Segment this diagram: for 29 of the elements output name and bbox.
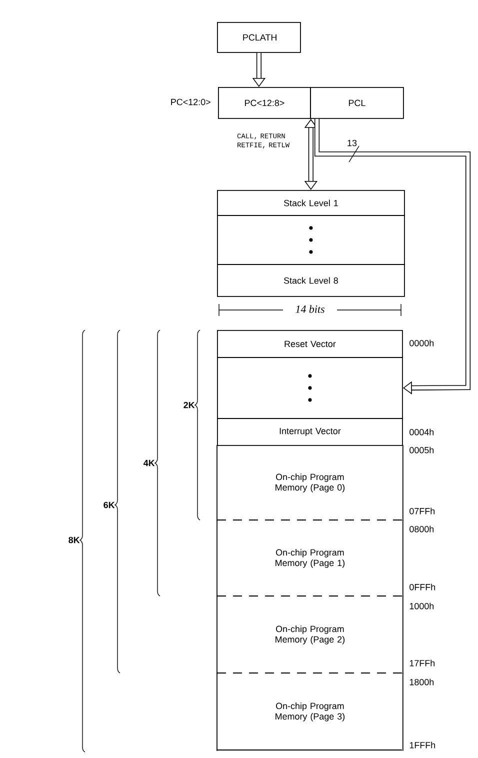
address-label: 1800h <box>410 678 434 686</box>
stack-level-box: Stack Level 8 <box>217 264 405 297</box>
address-label: 0005h <box>410 446 434 454</box>
size-label: 6K <box>104 502 115 508</box>
size-label: 2K <box>184 402 195 408</box>
address-label: 07FFh <box>410 508 435 514</box>
dimension-label: 14 bits <box>296 305 324 313</box>
memory-page: On-chip Program Memory (Page 2) <box>216 596 404 674</box>
stack-level-box <box>217 215 405 265</box>
size-label: 4K <box>143 460 155 466</box>
address-label: 0004h <box>410 428 434 436</box>
register-box: PCL <box>310 87 404 119</box>
memory-page: On-chip Program Memory (Page 3) <box>216 672 404 752</box>
register-box: PC<12:8> <box>218 87 311 119</box>
address-label: 0FFFh <box>410 584 436 590</box>
address-label: 1000h <box>410 602 434 610</box>
stack-level-box: Stack Level 1 <box>217 190 405 216</box>
address-label: 0000h <box>410 340 434 346</box>
arrow <box>314 118 471 394</box>
memory-page: On-chip Program Memory (Page 0) <box>216 444 404 522</box>
memory-row: Reset Vector <box>217 330 403 358</box>
memory-page: On-chip Program Memory (Page 1) <box>216 520 404 598</box>
register-box: PCLATH <box>217 22 301 53</box>
address-label: 17FFh <box>410 660 435 666</box>
edge-label: 13 <box>348 140 357 146</box>
memory-row <box>217 357 403 419</box>
address-label: 0800h <box>410 526 434 532</box>
memory-row: Interrupt Vector <box>217 418 403 446</box>
size-label: 8K <box>68 536 80 544</box>
